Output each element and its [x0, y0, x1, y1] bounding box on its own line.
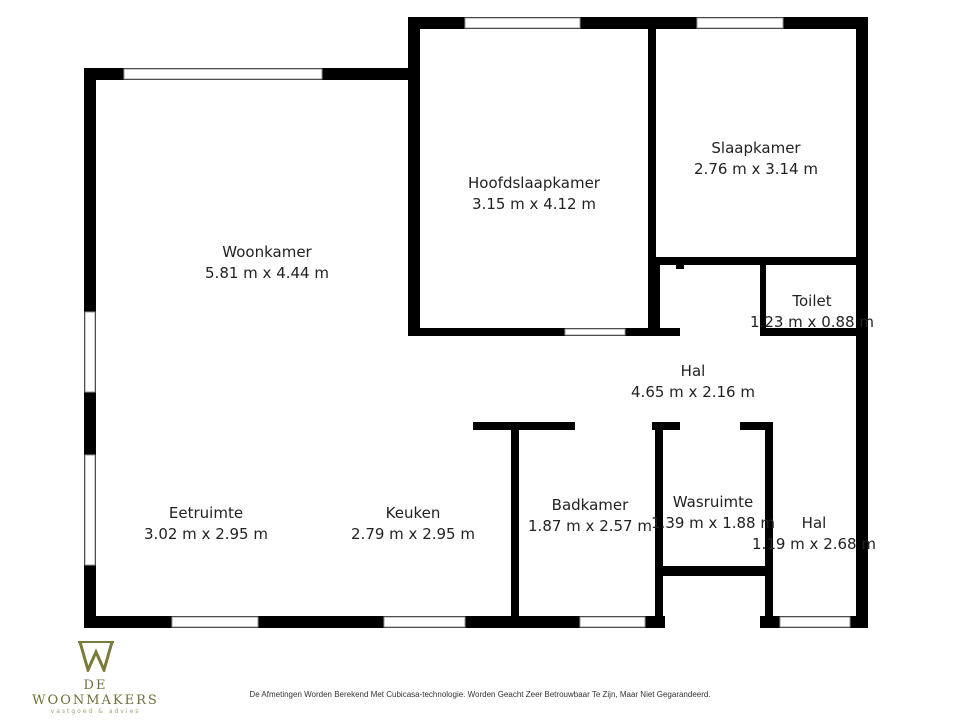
room-hal-2: Hal 1.19 m x 2.68 m [752, 513, 876, 555]
windows [84, 17, 851, 628]
room-name: Keuken [385, 504, 441, 522]
disclaimer: De Afmetingen Worden Berekend Met Cubica… [249, 690, 711, 699]
room-size: 3.02 m x 2.95 m [144, 525, 268, 543]
room-woonkamer: Woonkamer 5.81 m x 4.44 m [205, 242, 329, 284]
room-name: Badkamer [551, 496, 629, 514]
room-size: 3.15 m x 4.12 m [472, 195, 596, 213]
logo-brand: DE WOONMAKERS [32, 678, 159, 708]
room-size: 5.81 m x 4.44 m [205, 264, 329, 282]
room-name: Eetruimte [168, 504, 244, 522]
room-hoofdslaapkamer: Hoofdslaapkamer 3.15 m x 4.12 m [468, 173, 600, 215]
room-hal: Hal 4.65 m x 2.16 m [631, 361, 755, 403]
room-slaapkamer: Slaapkamer 2.76 m x 3.14 m [694, 138, 818, 180]
room-name: Wasruimte [672, 493, 754, 511]
room-size: 2.76 m x 3.14 m [694, 160, 818, 178]
room-size: 1.39 m x 1.88 m [651, 514, 775, 532]
room-size: 1.19 m x 2.68 m [752, 535, 876, 553]
room-keuken: Keuken 2.79 m x 2.95 m [351, 503, 475, 545]
room-name: Hoofdslaapkamer [468, 174, 600, 192]
room-name: Hal [801, 514, 827, 532]
company-logo: DE WOONMAKERS vastgoed & advies [18, 640, 173, 715]
room-name: Toilet [792, 292, 832, 310]
room-toilet: Toilet 1.23 m x 0.88 m [750, 291, 874, 333]
logo-tagline: vastgoed & advies [50, 708, 141, 715]
room-name: Hal [680, 362, 706, 380]
room-badkamer: Badkamer 1.87 m x 2.57 m [528, 495, 652, 537]
room-size: 1.23 m x 0.88 m [750, 313, 874, 331]
room-name: Woonkamer [222, 243, 312, 261]
room-size: 2.79 m x 2.95 m [351, 525, 475, 543]
room-wasruimte: Wasruimte 1.39 m x 1.88 m [651, 492, 775, 534]
room-eetruimte: Eetruimte 3.02 m x 2.95 m [144, 503, 268, 545]
room-size: 4.65 m x 2.16 m [631, 383, 755, 401]
logo-w-icon [77, 641, 114, 675]
room-size: 1.87 m x 2.57 m [528, 517, 652, 535]
room-name: Slaapkamer [711, 139, 801, 157]
